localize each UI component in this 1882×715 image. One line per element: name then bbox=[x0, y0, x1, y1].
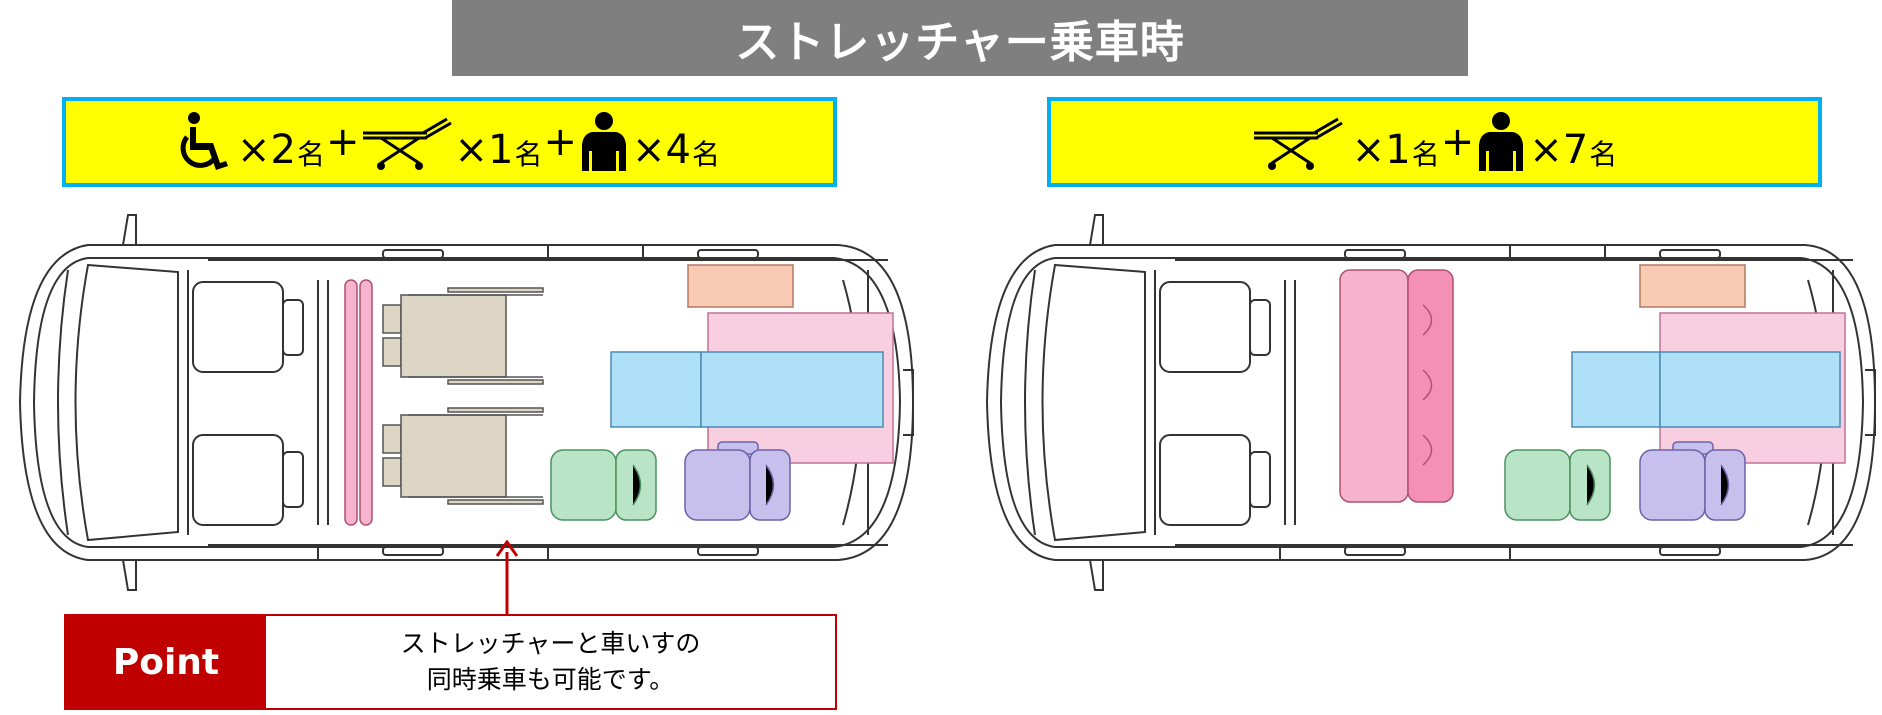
seating-config-left: × 2 名 + × 1 名 + × 4 名 bbox=[62, 97, 837, 187]
config-group-person: × 7 名 bbox=[1475, 111, 1617, 173]
passenger-seat-purple bbox=[1639, 441, 1746, 521]
point-label: Point bbox=[66, 616, 266, 708]
storage-box bbox=[1639, 264, 1746, 308]
van-body bbox=[985, 214, 1877, 591]
seating-config-right: × 1 名 + × 7 名 bbox=[1047, 97, 1822, 187]
wheelchair-space-1 bbox=[382, 287, 544, 385]
config-group-person: × 4 名 bbox=[578, 111, 720, 173]
wheelchair-count: 2 bbox=[270, 127, 296, 173]
stretcher-side-rail bbox=[344, 279, 373, 526]
passenger-seat-green bbox=[550, 449, 657, 521]
stretcher-count: 1 bbox=[488, 127, 514, 173]
van-body bbox=[18, 214, 915, 591]
stretcher-cushion bbox=[610, 351, 884, 428]
config-group-stretcher: × 1 名 bbox=[361, 111, 542, 173]
config-group-wheelchair: × 2 名 bbox=[179, 111, 325, 173]
stretcher-icon bbox=[362, 117, 452, 170]
passenger-seat-green bbox=[1504, 449, 1611, 521]
person-count: 4 bbox=[665, 127, 691, 173]
van-layout-right bbox=[985, 214, 1877, 591]
point-callout: Point ストレッチャーと車いすの 同時乗車も可能です。 bbox=[64, 614, 837, 710]
passenger-seat-purple bbox=[684, 441, 791, 521]
stretcher-icon bbox=[1253, 117, 1343, 170]
config-group-stretcher: × 1 名 bbox=[1252, 111, 1440, 173]
stretcher-count: 1 bbox=[1385, 127, 1411, 173]
person-icon bbox=[1479, 112, 1524, 171]
point-text-line-1: ストレッチャーと車いすの bbox=[400, 629, 701, 658]
title-banner: ストレッチャー乗車時 bbox=[452, 0, 1468, 76]
bench-seat-pink bbox=[1339, 269, 1454, 503]
point-text-line-2: 同時乗車も可能です。 bbox=[426, 665, 675, 694]
person-count: 7 bbox=[1562, 127, 1589, 173]
point-text: ストレッチャーと車いすの 同時乗車も可能です。 bbox=[266, 616, 835, 708]
wheelchair-icon bbox=[180, 112, 228, 170]
wheelchair-space-2 bbox=[382, 407, 544, 505]
van-layout-left bbox=[18, 214, 915, 591]
person-icon bbox=[582, 112, 626, 171]
stretcher-cushion bbox=[1571, 351, 1841, 428]
page-title: ストレッチャー乗車時 bbox=[735, 17, 1185, 68]
storage-box bbox=[687, 264, 794, 308]
arrow-up-icon bbox=[495, 540, 519, 616]
